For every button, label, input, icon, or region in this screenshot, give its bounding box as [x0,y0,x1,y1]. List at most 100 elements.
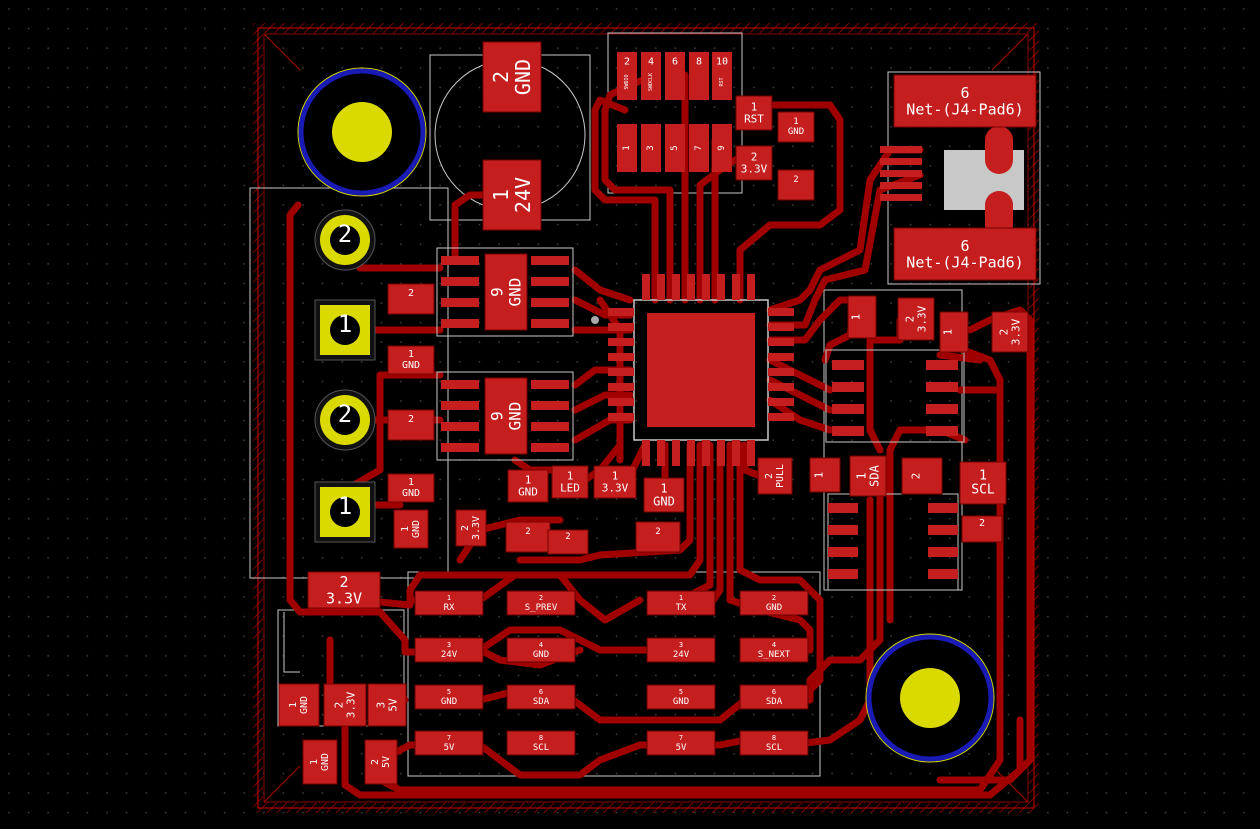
header-pin-number: 6 [539,688,543,696]
top-connector-number: 2 [624,57,630,68]
mounting-hole-hole-br [865,633,995,763]
sensor-ic [825,349,965,443]
header-pin-net: SDA [533,697,550,707]
pad-number: 2 [997,329,1010,336]
pad-number: 2 [909,473,922,480]
header-pin-net: SCL [766,743,782,753]
pad-number: 1 [941,329,954,336]
terminal-pad-number: 1 [338,492,352,520]
pad-number: 1 [408,477,414,488]
pad-pwr-2b: 2 [777,169,815,201]
copper-traces [286,71,1034,799]
top-connector-net: SWDCLK [648,73,654,91]
header-pin-number: 8 [772,734,776,742]
pad-net-label: GND [518,486,538,499]
top-connector-number: 8 [696,57,702,68]
header-pin-header_left-7: 75V [414,730,484,756]
header-pin-number: 3 [679,641,683,649]
pad-number: 1 [979,468,987,483]
trace-24 [766,396,834,434]
top-connector-number: 1 [622,145,632,150]
header-pin-net: 5V [444,743,455,753]
header-pin-header_left-2: 2S_PREV [506,590,576,616]
pad-net-label: 3.3V [916,305,929,332]
pad-number: 1 [612,469,619,482]
pad-net-label: GND [320,753,331,771]
pad-net-label: GND [653,495,675,509]
top-connector-number: 10 [716,57,728,68]
top-connector-number: 3 [646,145,656,150]
mounting-hole-hole-tl [297,67,427,197]
terminal-pad-number: 1 [338,310,352,338]
pad-pwr-33-2: 23.3V [735,145,773,181]
pad-number: 2 [408,414,414,425]
pad-net-label: GND [299,696,310,714]
pad-net-label: GND [402,488,420,499]
pad-number: 1 [489,189,513,201]
mounting-holes [297,67,995,763]
terminal-pad-j-b-1: 1 [314,481,376,543]
pad-number: 1 [309,759,320,765]
pad-net-label: GND [505,278,524,307]
trace-15 [591,96,659,304]
trace-7 [571,266,634,304]
header-pin-net: 24V [673,650,690,660]
pad-number: 2 [525,527,530,537]
pad-number: 9 [488,411,507,421]
pad-net-label: 3.3V [1010,318,1023,345]
usb-connector [880,126,1024,239]
trace-20 [766,171,924,329]
pad-net-label: LED [560,482,580,495]
pad-number: 1 [793,117,798,127]
pad-net-label: GND [788,127,804,137]
header-pin-number: 1 [679,594,683,602]
pad-net-label: SDA [868,464,882,486]
pad-net-label: 24V [511,177,535,213]
pad-number: 9 [488,287,507,297]
pad-number: 1 [849,314,862,321]
header-pin-number: 4 [539,641,543,649]
pad-number: 1 [288,702,299,708]
pad-number: 1 [751,100,758,113]
pad-number: 3 [374,702,387,709]
pad-net-label: 3.3V [345,691,358,718]
pad-r-row3: 2 [635,521,681,553]
trace-34 [726,441,814,659]
header-pin-net: GND [533,650,549,660]
header-pin-number: 5 [679,688,683,696]
header-pin-number: 4 [772,641,776,649]
pad-number: 1 [567,469,574,482]
pad-net-label: RST [744,113,764,126]
trace-54 [341,716,1024,799]
pad-r-l1: 2 [387,283,435,315]
pad-number: 1 [408,349,414,360]
top-connector-number: 9 [717,145,727,150]
trace-22 [766,356,834,394]
pad-number: 1 [400,526,411,532]
header-pin-net: GND [766,603,782,613]
pad-reg-33: 23.3V [307,571,381,609]
pad-rr-1b: 1 [939,311,969,353]
header-pin-number: 1 [447,594,451,602]
top-connector-lower-1: 1 [617,124,637,172]
terminal-pad-j-a-2: 2 [314,209,376,271]
pad-net-label: Net-(J4-Pad6) [906,100,1023,118]
